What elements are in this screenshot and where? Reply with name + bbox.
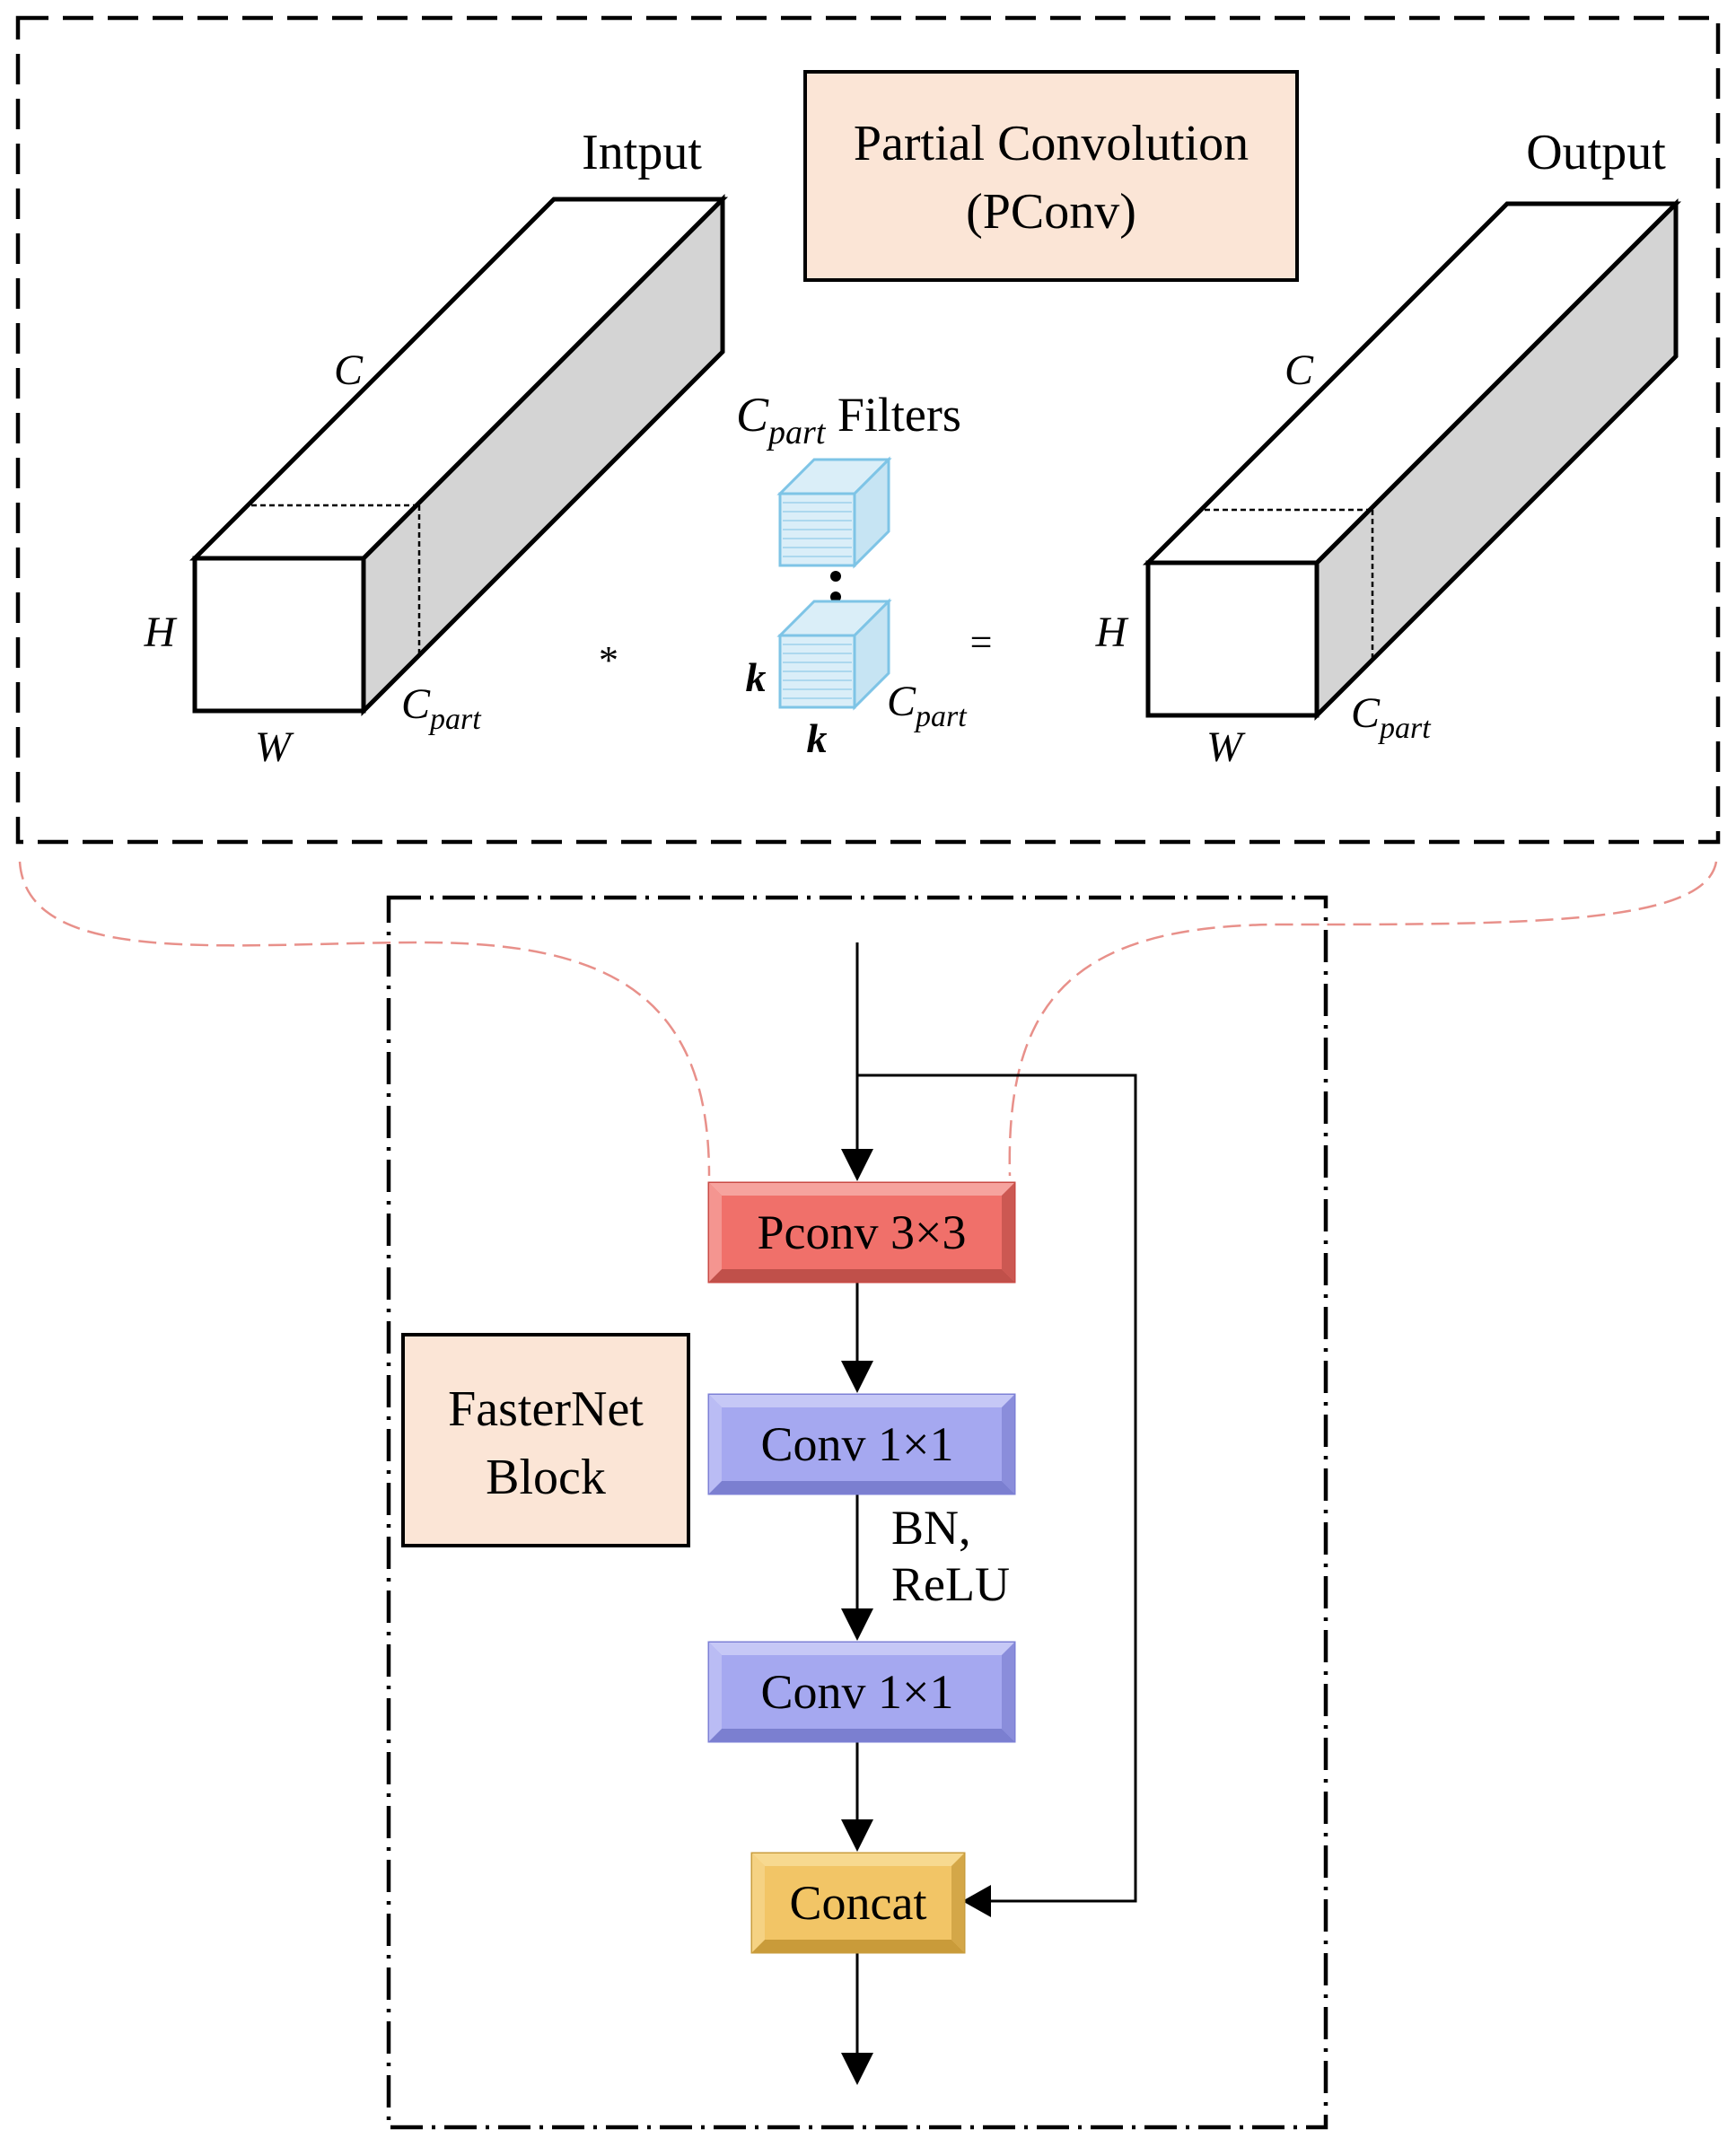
input-title: Intput xyxy=(582,125,702,180)
arrowhead-output xyxy=(841,2053,873,2085)
input-label-w: W xyxy=(255,723,294,771)
panel-link-curve-left xyxy=(18,861,711,1177)
fasternet-title-box: FasterNet Block xyxy=(401,1333,690,1547)
arrowhead-into-conv2 xyxy=(841,1608,873,1641)
filters-title: Cpart Filters xyxy=(736,388,961,451)
input-tensor-front xyxy=(192,556,366,714)
filter-cube-bottom xyxy=(776,598,892,711)
filter-ellipsis-dot xyxy=(830,592,841,602)
panel-link-curve-right xyxy=(1008,861,1718,1177)
flow-connectors xyxy=(855,942,1137,2055)
concat-block: Concat xyxy=(750,1852,966,1954)
pconv-title-line1: Partial Convolution xyxy=(854,116,1249,171)
arrowhead-skip-into-concat xyxy=(962,1885,991,1917)
output-label-w: W xyxy=(1206,723,1246,771)
filter-label-cpart: Cpart xyxy=(887,678,968,733)
fasternet-title-line1: FasterNet xyxy=(448,1381,644,1437)
input-tensor: Intput C H W Cpart xyxy=(144,125,729,771)
filter-ellipsis-dot xyxy=(830,571,841,582)
fasternet-title-line2: Block xyxy=(486,1450,606,1505)
fasternet-block-border xyxy=(386,895,1328,2130)
output-tensor-front xyxy=(1145,560,1320,718)
pconv-panel-border xyxy=(15,15,1721,845)
output-tensor: Output C H W Cpart xyxy=(1095,125,1682,771)
conv1x1-block-2: Conv 1×1 xyxy=(707,1641,1016,1743)
pconv-title-line2: (PConv) xyxy=(966,184,1136,240)
filter-cube-top xyxy=(776,456,892,569)
output-label-h: H xyxy=(1095,609,1129,656)
pconv-3x3-block: Pconv 3×3 xyxy=(707,1181,1016,1284)
conv1x1-label-2: Conv 1×1 xyxy=(761,1665,954,1719)
pconv-3x3-label: Pconv 3×3 xyxy=(758,1205,967,1259)
input-label-cpart: Cpart xyxy=(401,680,482,736)
conv1x1-block-1: Conv 1×1 xyxy=(707,1393,1016,1495)
output-label-c: C xyxy=(1284,346,1314,394)
output-label-cpart: Cpart xyxy=(1351,689,1432,745)
conv1x1-label-1: Conv 1×1 xyxy=(761,1417,954,1471)
input-label-c: C xyxy=(334,346,364,394)
convolve-operator: * xyxy=(599,638,618,682)
flow-arrowheads xyxy=(841,1149,991,2085)
skip-connection-line xyxy=(857,1074,1137,1903)
filter-label-k-side: k xyxy=(746,654,767,700)
cpart-filters: Cpart Filters xyxy=(736,388,968,761)
arrowhead-into-concat xyxy=(841,1819,873,1852)
pconv-title-box: Partial Convolution (PConv) xyxy=(803,70,1299,282)
bn-relu-label-line2: ReLU xyxy=(891,1557,1010,1611)
arrowhead-into-pconv xyxy=(841,1149,873,1181)
concat-label: Concat xyxy=(790,1876,927,1930)
equals-operator: = xyxy=(970,620,993,664)
filter-label-k-bottom: k xyxy=(807,715,828,761)
bn-relu-label-line1: BN, xyxy=(891,1501,971,1555)
output-title: Output xyxy=(1526,125,1666,180)
arrowhead-into-conv1 xyxy=(841,1361,873,1393)
input-label-h: H xyxy=(144,609,178,656)
